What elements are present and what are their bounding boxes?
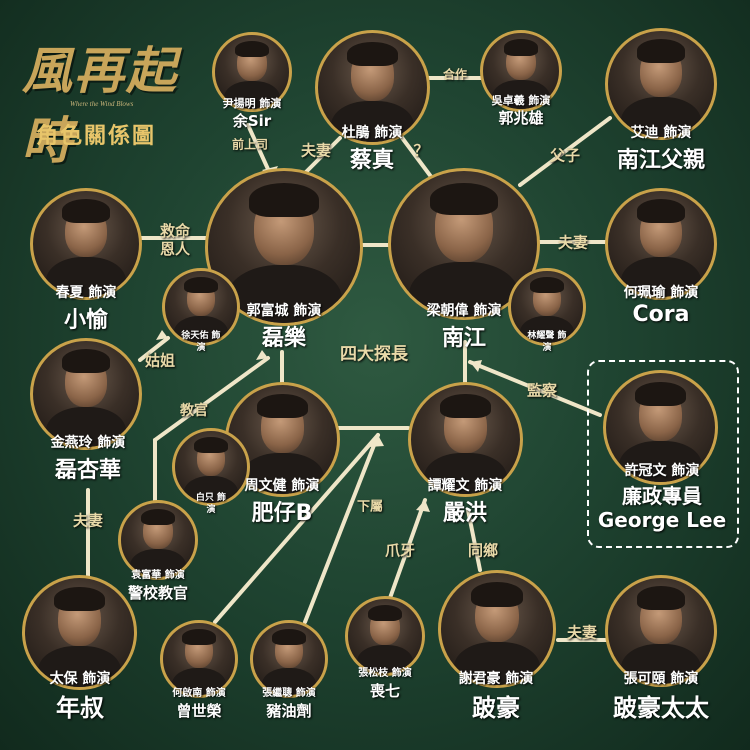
- portrait-lam-yiu-sing: [508, 268, 586, 346]
- relation-label-spouse-lame-ho: 夫妻: [566, 623, 598, 642]
- portrait-kwok-siu-hung: [480, 30, 562, 112]
- role-label-choi-chun: 蔡真: [349, 148, 395, 173]
- role-label-tsang-sai-wing: 曾世榮: [176, 702, 222, 720]
- portrait-yim-hung: [408, 382, 523, 497]
- role-label-cora: Cora: [632, 302, 690, 327]
- role-label-police-instructor: 警校教官: [127, 584, 189, 602]
- george-lee-highlight-box: [587, 360, 739, 548]
- actor-label-bai-bei: 白只 飾演: [195, 493, 227, 515]
- chart-title: 角色關係圖: [36, 124, 157, 149]
- role-label-fei-chai-b: 肥仔B: [251, 501, 313, 526]
- relation-label-fellow-villager: 同鄉: [467, 541, 499, 560]
- actor-label-george-lee: 許冠文 飾演: [624, 463, 700, 479]
- role-label-nam-kong: 南江: [441, 326, 487, 351]
- actor-label-lame-ho-wife: 張可頤 飾演: [623, 671, 699, 687]
- role-label-yim-hung: 嚴洪: [442, 501, 488, 526]
- relation-label-partner: 合作: [442, 67, 468, 82]
- actor-label-yim-hung: 譚耀文 飾演: [427, 478, 503, 494]
- role-label-george-lee-title: 廉政專員: [622, 484, 702, 508]
- role-label-song-chat: 喪七: [369, 682, 401, 700]
- role-label-george-lee-name: George Lee: [597, 508, 727, 532]
- relation-label-spouse-uncle-nin: 夫妻: [72, 511, 104, 530]
- actor-label-lui-lok: 郭富城 飾演: [246, 303, 322, 319]
- relation-label-spouse-nam-kong-cora: 夫妻: [557, 233, 589, 252]
- actor-label-pig-oil: 張繼聰 飾演: [262, 688, 316, 699]
- actor-label-lame-ho: 謝君豪 飾演: [458, 671, 534, 687]
- portrait-bai-bei: [172, 428, 250, 506]
- actor-label-nam-kong: 梁朝偉 飾演: [426, 303, 502, 319]
- relation-label-father-son: 父子: [549, 146, 581, 165]
- actor-label-lam-yiu-sing: 林耀聲 飾演: [527, 331, 567, 353]
- relation-label-former-superior: 前上司: [231, 137, 269, 152]
- relation-label-aunt: 姑姐: [144, 351, 176, 370]
- role-label-lui-lok: 磊樂: [261, 326, 307, 351]
- role-label-lame-ho: 跛豪: [472, 694, 520, 722]
- movie-logo-subtitle: Where the Wind Blows: [70, 100, 134, 108]
- portrait-fei-chai-b: [225, 382, 340, 497]
- actor-label-uncle-nin: 太保 飾演: [49, 671, 111, 687]
- actor-label-song-chat: 張松枝 飾演: [358, 668, 412, 679]
- relation-label-spouse-lui-lok-choi-chun: 夫妻: [300, 141, 332, 160]
- actor-label-tsui-tin-yau: 徐天佑 飾演: [181, 331, 221, 353]
- actor-label-yu-sir: 尹揚明 飾演: [222, 97, 282, 110]
- role-label-lame-ho-wife: 跛豪太太: [613, 694, 709, 722]
- relation-label-subordinate: 下屬: [356, 499, 384, 515]
- actor-label-choi-chun: 杜鵑 飾演: [341, 125, 403, 141]
- relation-label-saviour: 救命恩人: [159, 222, 190, 258]
- portrait-cora: [605, 188, 717, 300]
- portrait-tsang-sai-wing: [160, 620, 238, 698]
- actor-label-cora: 何珮瑜 飾演: [623, 285, 699, 301]
- role-label-pig-oil: 豬油劑: [266, 702, 312, 720]
- portrait-lame-ho-wife: [605, 575, 717, 687]
- portrait-chun-ha: [30, 188, 142, 300]
- role-label-kwok-siu-hung: 郭兆雄: [498, 109, 544, 127]
- movie-logo: 風再起時: [22, 41, 178, 170]
- actor-label-police-instructor: 袁富華 飾演: [131, 570, 185, 581]
- actor-label-lui-hang-wah: 金燕玲 飾演: [50, 435, 126, 451]
- role-label-lui-hang-wah: 磊杏華: [54, 458, 122, 483]
- portrait-tsui-tin-yau: [162, 268, 240, 346]
- actor-label-kwok-siu-hung: 吳卓羲 飾演: [491, 94, 551, 107]
- relation-label-question: ？: [413, 141, 429, 160]
- portrait-nam-kong: [388, 168, 540, 320]
- portrait-yu-sir: [212, 32, 292, 112]
- relation-label-four-chiefs: 四大探長: [340, 344, 408, 365]
- relation-label-instructor: 教官: [180, 403, 208, 419]
- role-label-uncle-nin: 年叔: [56, 694, 104, 722]
- portrait-pig-oil: [250, 620, 328, 698]
- relation-label-henchman: 爪牙: [384, 541, 416, 560]
- portrait-lui-lok: [205, 168, 363, 326]
- actor-label-chun-ha: 春夏 飾演: [55, 285, 117, 301]
- portrait-nam-kong-father: [605, 28, 717, 140]
- portrait-lame-ho: [438, 570, 556, 688]
- actor-label-fei-chai-b: 周文健 飾演: [244, 478, 320, 494]
- portrait-choi-chun: [315, 30, 430, 145]
- relation-label-surveillance: 監察: [526, 381, 558, 400]
- portrait-police-instructor: [118, 500, 198, 580]
- role-label-nam-kong-father: 南江父親: [616, 148, 706, 173]
- actor-label-nam-kong-father: 艾迪 飾演: [630, 125, 692, 141]
- role-label-yu-sir: 余Sir: [232, 112, 272, 130]
- portrait-uncle-nin: [22, 575, 137, 690]
- role-label-chun-ha: 小愉: [63, 308, 109, 333]
- actor-label-tsang-sai-wing: 何啟南 飾演: [172, 688, 226, 699]
- portrait-george-lee: [603, 370, 718, 485]
- portrait-lui-hang-wah: [30, 338, 142, 450]
- portrait-song-chat: [345, 596, 425, 676]
